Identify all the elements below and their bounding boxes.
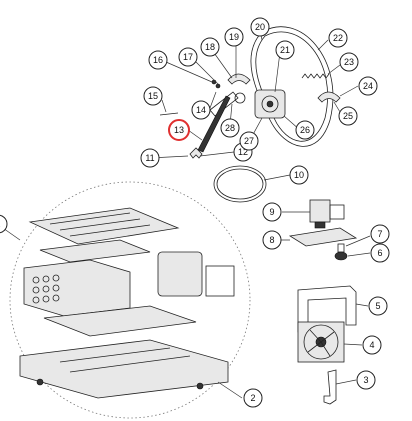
callout-13-highlighted: 13 (168, 119, 190, 141)
belt-assembly (250, 26, 334, 147)
o-ring-part (213, 165, 267, 203)
callout-7: 7 (370, 224, 390, 244)
svg-text:16: 16 (153, 55, 163, 65)
callout-19: 19 (224, 27, 244, 47)
svg-text:25: 25 (343, 111, 353, 121)
callout-16: 16 (148, 50, 168, 70)
callout-17: 17 (178, 47, 198, 67)
svg-text:28: 28 (225, 123, 235, 133)
svg-text:15: 15 (148, 91, 158, 101)
svg-text:2: 2 (250, 393, 255, 403)
callout-22: 22 (328, 28, 348, 48)
callout-25: 25 (338, 106, 358, 126)
svg-text:13: 13 (174, 125, 184, 135)
callout-5: 5 (368, 296, 388, 316)
callout-21: 21 (275, 40, 295, 60)
heat-exchanger-assembly (19, 207, 235, 399)
svg-text:3: 3 (363, 375, 368, 385)
svg-text:9: 9 (269, 207, 274, 217)
callout-15: 15 (143, 86, 163, 106)
callout-28: 28 (220, 118, 240, 138)
washer-part (211, 79, 217, 85)
valve-stem (334, 243, 348, 261)
bracket-part (323, 369, 337, 405)
svg-text:10: 10 (294, 170, 304, 180)
svg-text:11: 11 (145, 153, 154, 163)
callout-2: 2 (243, 388, 263, 408)
callout-18: 18 (200, 37, 220, 57)
svg-text:24: 24 (363, 81, 373, 91)
svg-text:4: 4 (369, 340, 374, 350)
clamp-upper (227, 73, 251, 85)
svg-text:7: 7 (377, 229, 382, 239)
callout-11: 11 (140, 148, 160, 168)
svg-text:18: 18 (205, 42, 215, 52)
clamp-lower (317, 91, 341, 103)
svg-text:17: 17 (183, 52, 193, 62)
callout-27: 27 (239, 131, 259, 151)
svg-text:26: 26 (300, 125, 310, 135)
svg-text:8: 8 (269, 235, 274, 245)
svg-text:22: 22 (333, 33, 343, 43)
svg-text:20: 20 (255, 22, 265, 32)
svg-text:19: 19 (229, 32, 239, 42)
svg-text:27: 27 (244, 136, 254, 146)
callout-1: 1 (0, 214, 8, 234)
callout-14: 14 (191, 100, 211, 120)
callout-8: 8 (262, 230, 282, 250)
svg-text:14: 14 (196, 105, 206, 115)
callout-6: 6 (370, 243, 390, 263)
callout-3: 3 (356, 370, 376, 390)
clip-part (189, 147, 203, 159)
callout-23: 23 (339, 52, 359, 72)
fan-part (297, 321, 345, 363)
callout-20: 20 (250, 17, 270, 37)
svg-text:21: 21 (280, 45, 290, 55)
spring-part (301, 73, 330, 79)
svg-text:6: 6 (377, 248, 382, 258)
svg-text:5: 5 (375, 301, 380, 311)
bracket-plate (288, 227, 358, 247)
lever-arm (197, 91, 246, 153)
solenoid-valve (309, 199, 345, 229)
callout-10: 10 (289, 165, 309, 185)
pin-part (159, 112, 179, 116)
svg-text:23: 23 (344, 57, 354, 67)
callout-4: 4 (362, 335, 382, 355)
svg-text:12: 12 (238, 147, 248, 157)
zoom-ellipse (9, 181, 251, 419)
svg-text:1: 1 (0, 219, 1, 229)
callout-9: 9 (262, 202, 282, 222)
callout-26: 26 (295, 120, 315, 140)
callout-24: 24 (358, 76, 378, 96)
